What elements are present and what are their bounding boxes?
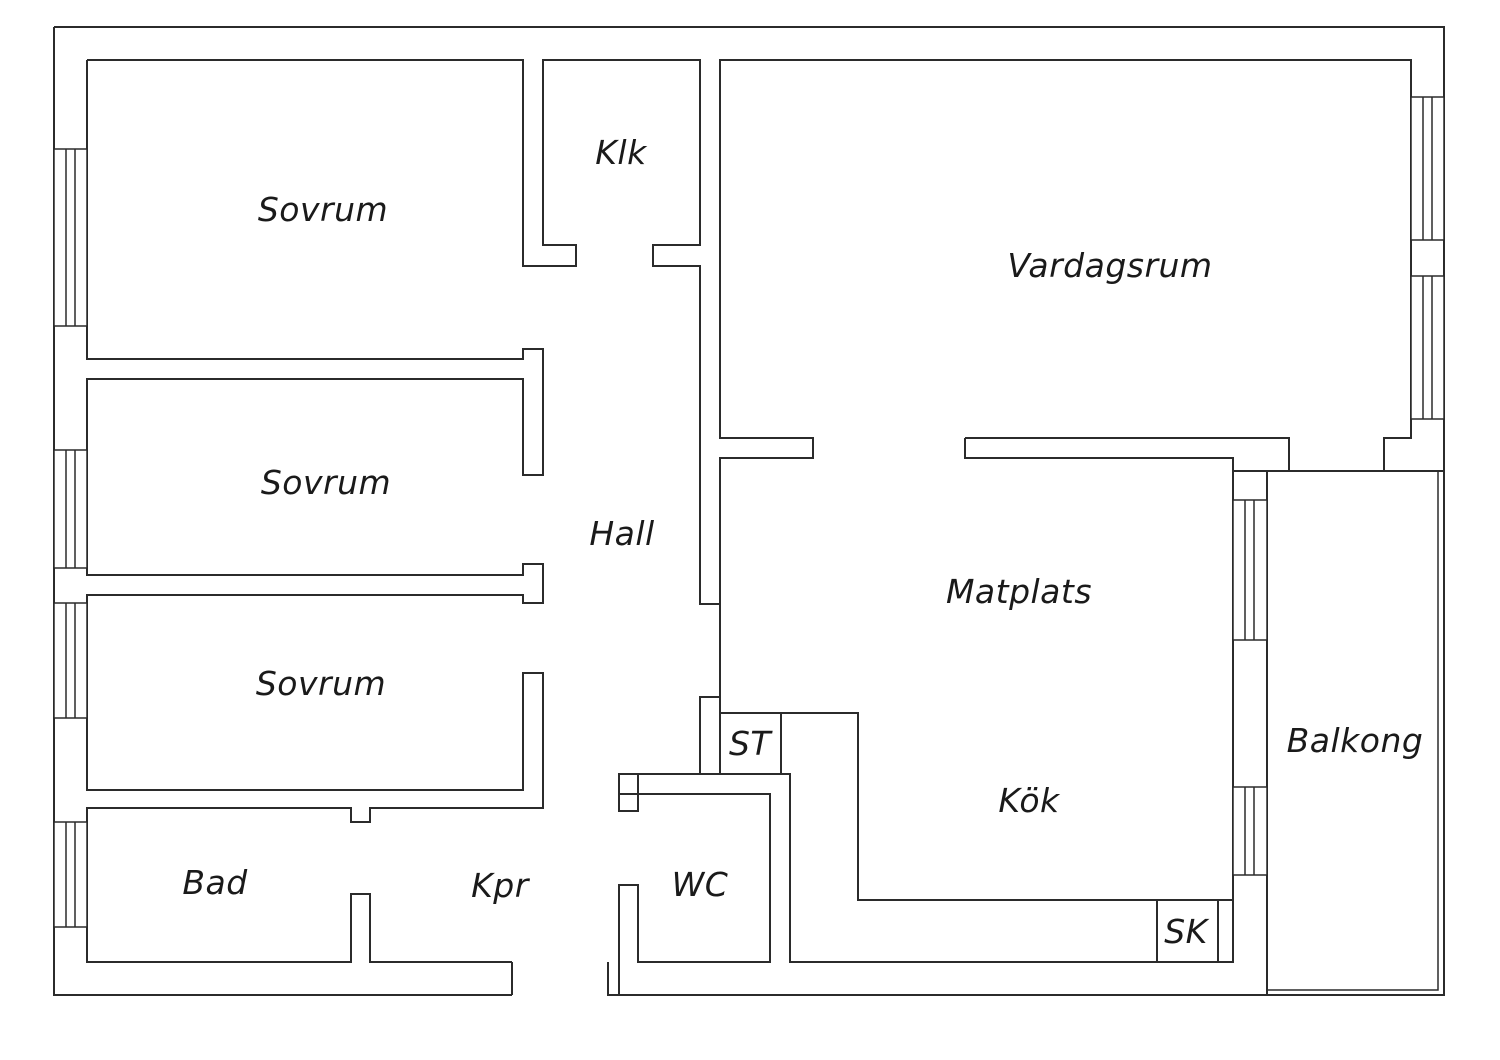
room-label-sovrum-3: Sovrum bbox=[256, 664, 386, 703]
living-walls bbox=[965, 437, 1411, 471]
room-label-hall: Hall bbox=[589, 514, 654, 553]
windows-left bbox=[53, 148, 88, 928]
room-label-kpr: Kpr bbox=[471, 866, 531, 905]
room-label-matplats: Matplats bbox=[946, 572, 1092, 611]
room-label-wc: WC bbox=[672, 865, 729, 904]
room-label-sovrum-2: Sovrum bbox=[261, 463, 391, 502]
room-label-sk: SK bbox=[1164, 912, 1209, 951]
room-label-st: ST bbox=[729, 724, 773, 763]
room-label-balkong: Balkong bbox=[1287, 721, 1424, 760]
room-label-bad: Bad bbox=[182, 863, 248, 902]
room-label-klk: Klk bbox=[595, 133, 648, 172]
room-label-vardagsrum: Vardagsrum bbox=[1007, 246, 1212, 285]
windows-balcony bbox=[1232, 499, 1268, 876]
room-labels: Sovrum Klk Vardagsrum Sovrum Hall Matpla… bbox=[182, 133, 1423, 951]
windows-right bbox=[1410, 96, 1445, 420]
wc-walls bbox=[618, 696, 1233, 995]
room-label-sovrum-1: Sovrum bbox=[258, 190, 388, 229]
room-label-kok: Kök bbox=[998, 781, 1061, 820]
